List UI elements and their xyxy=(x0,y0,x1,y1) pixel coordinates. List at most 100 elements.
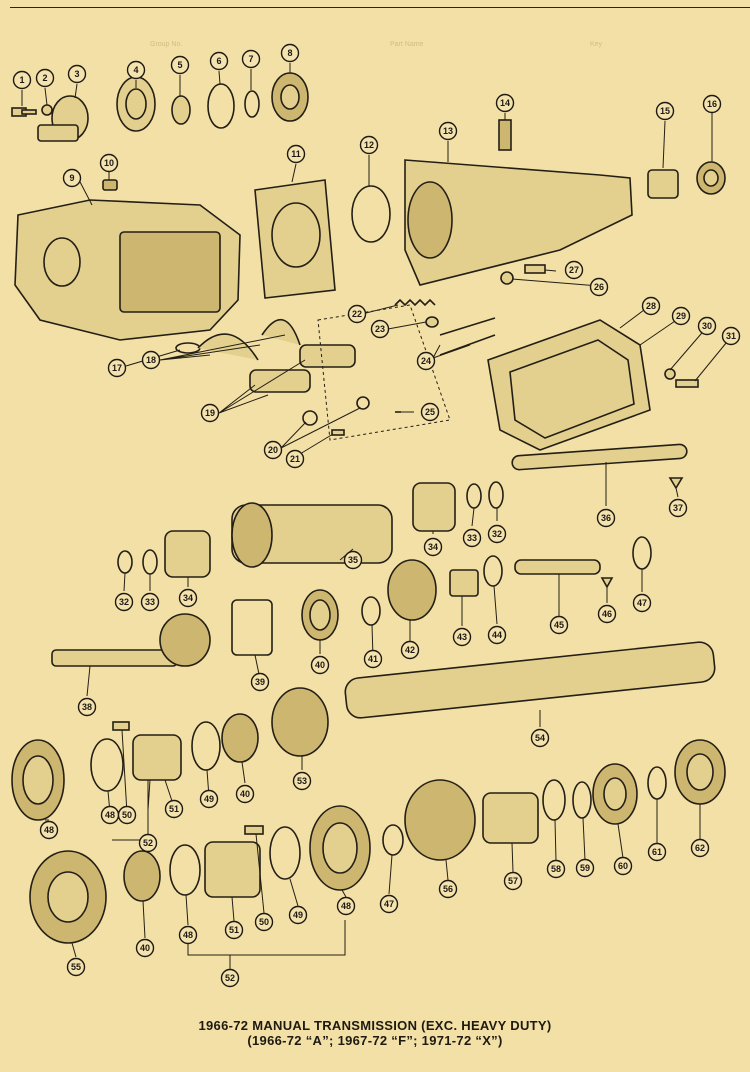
part-woodruff-key xyxy=(668,477,684,490)
part-shift-fork xyxy=(197,333,259,361)
callout-12: 12 xyxy=(359,135,379,155)
callout-30: 30 xyxy=(697,316,717,336)
svg-text:40: 40 xyxy=(315,660,325,670)
svg-text:47: 47 xyxy=(384,899,394,909)
svg-text:57: 57 xyxy=(508,876,518,886)
svg-text:21: 21 xyxy=(290,454,300,464)
callout-17: 17 xyxy=(107,358,127,378)
callout-46: 46 xyxy=(597,604,617,624)
callout-52: 52 xyxy=(138,833,158,853)
callout-5: 5 xyxy=(170,55,190,75)
callout-25: 25 xyxy=(420,402,440,422)
callout-36: 36 xyxy=(596,508,616,528)
svg-text:16: 16 xyxy=(707,99,717,109)
svg-text:1: 1 xyxy=(19,75,24,85)
svg-text:12: 12 xyxy=(364,140,374,150)
callout-15: 15 xyxy=(655,101,675,121)
part-washer-30 xyxy=(664,368,676,380)
svg-text:53: 53 xyxy=(297,776,307,786)
svg-text:35: 35 xyxy=(348,555,358,565)
part-washer-17 xyxy=(175,342,201,354)
callout-56: 56 xyxy=(438,879,458,899)
part-bolt-27 xyxy=(524,264,546,274)
svg-text:46: 46 xyxy=(602,609,612,619)
part-reverse-idler-gear xyxy=(387,559,437,621)
part-pilot-rollers xyxy=(231,599,273,656)
svg-text:49: 49 xyxy=(293,910,303,920)
callout-53: 53 xyxy=(292,771,312,791)
callout-48b: 48 xyxy=(100,805,120,825)
part-idler-bushing xyxy=(449,569,479,597)
svg-text:11: 11 xyxy=(291,149,301,159)
svg-text:36: 36 xyxy=(601,513,611,523)
part-second-gear xyxy=(271,687,329,757)
part-detent-cam xyxy=(425,316,439,328)
callout-26: 26 xyxy=(589,277,609,297)
exploded-parts-diagram: Part Name Key Group No. xyxy=(11,41,741,988)
svg-text:54: 54 xyxy=(535,733,545,743)
part-snap-ring-12 xyxy=(351,185,391,243)
svg-text:3: 3 xyxy=(74,69,79,79)
part-plug xyxy=(102,179,118,191)
part-mainshaft xyxy=(344,641,716,719)
svg-text:37: 37 xyxy=(673,503,683,513)
caption-title: 1966-72 MANUAL TRANSMISSION (EXC. HEAVY … xyxy=(198,1018,552,1033)
svg-text:7: 7 xyxy=(248,54,253,64)
svg-text:49: 49 xyxy=(204,794,214,804)
callout-28: 28 xyxy=(641,296,661,316)
svg-text:40: 40 xyxy=(140,943,150,953)
callout-9: 9 xyxy=(62,168,82,188)
callout-4: 4 xyxy=(126,60,146,80)
callout-22: 22 xyxy=(347,304,367,324)
callout-61: 61 xyxy=(647,842,667,862)
svg-text:25: 25 xyxy=(425,407,435,417)
svg-text:51: 51 xyxy=(169,804,179,814)
callout-37: 37 xyxy=(668,498,688,518)
svg-text:30: 30 xyxy=(702,321,712,331)
part-spring xyxy=(394,298,436,307)
svg-text:47: 47 xyxy=(637,598,647,608)
callout-29: 29 xyxy=(671,306,691,326)
callout-40c: 40 xyxy=(135,938,155,958)
part-side-cover xyxy=(487,319,651,451)
part-idler-shaft xyxy=(514,559,601,575)
svg-text:8: 8 xyxy=(287,48,292,58)
callout-33: 33 xyxy=(462,528,482,548)
part-detent-lever xyxy=(439,317,496,356)
svg-text:2: 2 xyxy=(42,73,47,83)
svg-text:48: 48 xyxy=(183,930,193,940)
svg-text:56: 56 xyxy=(443,884,453,894)
svg-text:14: 14 xyxy=(500,98,510,108)
svg-text:27: 27 xyxy=(569,265,579,275)
callout-6: 6 xyxy=(209,51,229,71)
callout-33b: 33 xyxy=(140,592,160,612)
callout-47: 47 xyxy=(632,593,652,613)
part-countershaft xyxy=(511,443,688,471)
callout-20: 20 xyxy=(263,440,283,460)
svg-text:39: 39 xyxy=(255,677,265,687)
svg-text:23: 23 xyxy=(375,324,385,334)
callout-14: 14 xyxy=(495,93,515,113)
callout-34b: 34 xyxy=(178,588,198,608)
callout-16: 16 xyxy=(702,94,722,114)
svg-text:19: 19 xyxy=(205,408,215,418)
svg-text:51: 51 xyxy=(229,925,239,935)
part-snap-ring xyxy=(207,83,235,129)
part-pin xyxy=(331,429,345,436)
callout-59: 59 xyxy=(575,858,595,878)
part-extension-housing xyxy=(404,159,633,286)
svg-text:34: 34 xyxy=(428,542,438,552)
svg-text:13: 13 xyxy=(443,126,453,136)
svg-text:50: 50 xyxy=(122,810,132,820)
part-spacer xyxy=(482,792,539,844)
part-vent xyxy=(498,119,512,151)
svg-text:52: 52 xyxy=(225,973,235,983)
callout-13: 13 xyxy=(438,121,458,141)
svg-text:48: 48 xyxy=(44,825,54,835)
svg-text:62: 62 xyxy=(695,843,705,853)
svg-text:26: 26 xyxy=(594,282,604,292)
ghost-heading-group: Group No. xyxy=(150,41,182,48)
part-shift-lever xyxy=(249,369,311,393)
svg-text:45: 45 xyxy=(554,620,564,630)
callout-38: 38 xyxy=(77,697,97,717)
